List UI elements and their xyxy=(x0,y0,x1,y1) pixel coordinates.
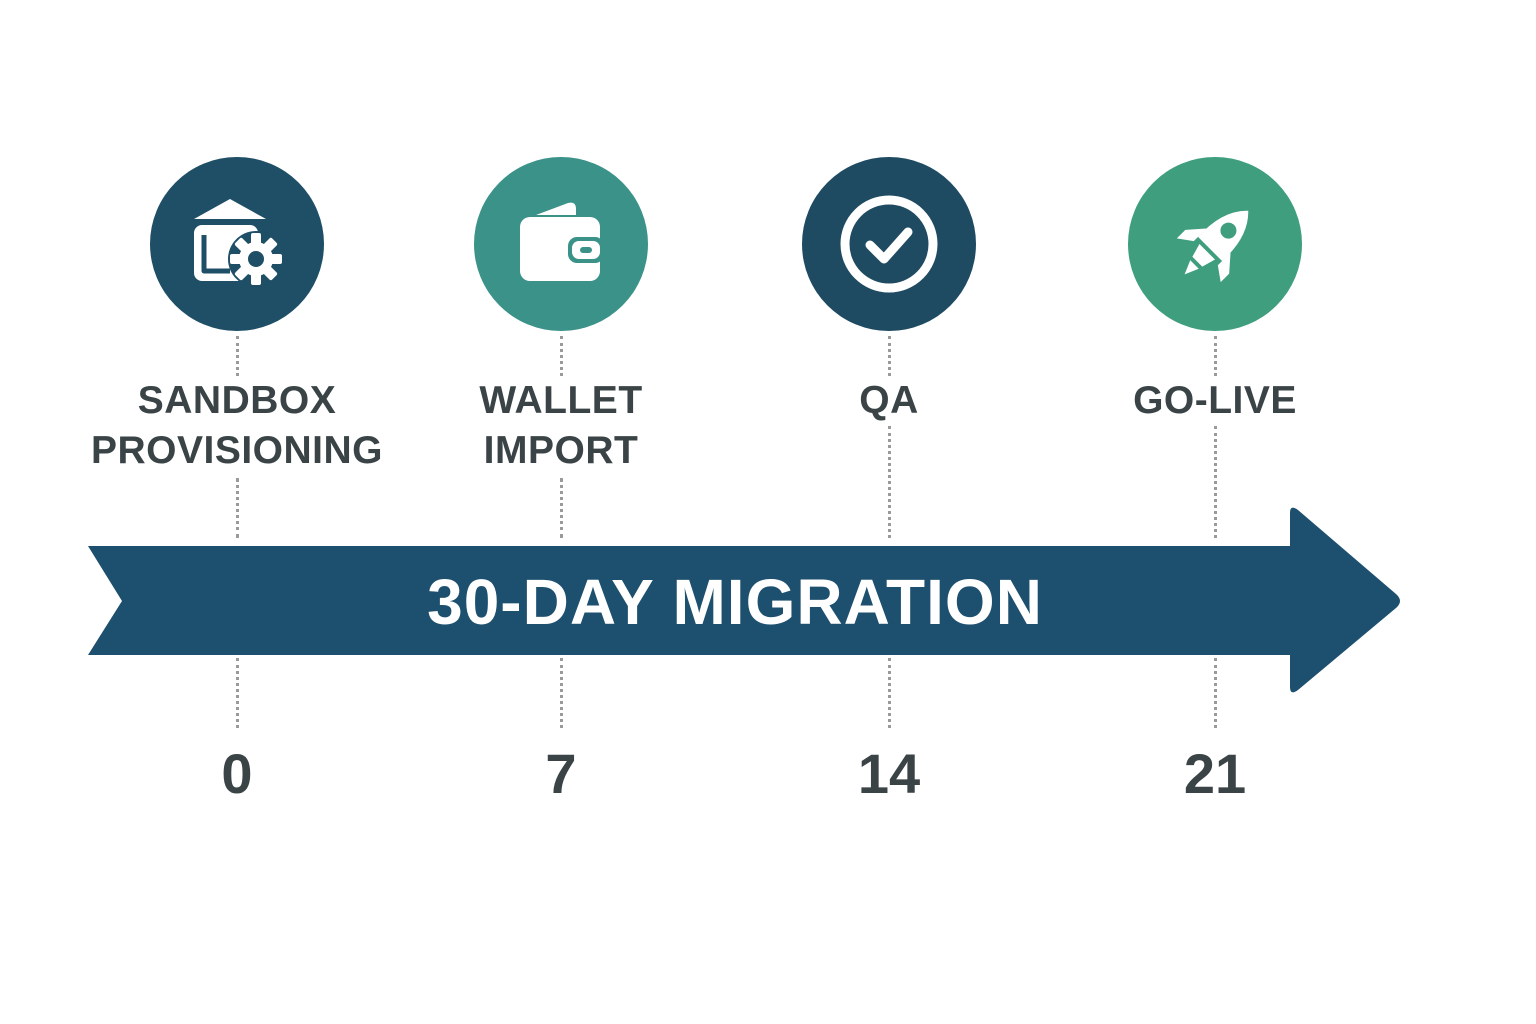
dotted-connector xyxy=(560,478,563,538)
milestone-circle xyxy=(150,157,324,331)
wallet-gear-icon xyxy=(194,199,284,287)
milestone-day: 21 xyxy=(1183,742,1247,805)
dotted-connector xyxy=(236,658,239,728)
milestone-label-line: IMPORT xyxy=(483,429,639,472)
milestone-day: 7 xyxy=(545,742,577,805)
dotted-connector xyxy=(560,658,563,728)
milestone-circle xyxy=(474,157,648,331)
wallet-icon xyxy=(520,202,604,281)
milestone-wallet-import: WALLET IMPORT 7 xyxy=(474,0,648,1024)
timeline-title: 30-DAY MIGRATION xyxy=(427,566,1043,638)
arrow-shape xyxy=(88,507,1400,693)
dotted-connector xyxy=(1214,336,1217,376)
dotted-connector xyxy=(236,336,239,376)
dotted-connector xyxy=(1214,426,1217,538)
milestone-label: WALLET IMPORT xyxy=(361,376,761,476)
dotted-connector xyxy=(560,336,563,376)
milestone-label-line: PROVISIONING xyxy=(90,429,384,472)
milestone-sandbox: SANDBOX PROVISIONING 0 xyxy=(91,0,383,1024)
milestone-day: 0 xyxy=(221,742,253,805)
dotted-connector xyxy=(888,336,891,376)
milestone-label: SANDBOX PROVISIONING xyxy=(37,376,437,476)
dotted-connector xyxy=(1214,658,1217,728)
rocket-icon xyxy=(1176,210,1249,283)
dotted-connector xyxy=(888,426,891,538)
milestone-label-line: QA xyxy=(859,379,919,422)
milestone-label-line: GO-LIVE xyxy=(1133,379,1297,422)
milestone-label-line: WALLET xyxy=(479,379,643,422)
dotted-connector xyxy=(888,658,891,728)
milestone-go-live: GO-LIVE 21 xyxy=(1128,0,1302,1024)
milestone-day: 14 xyxy=(857,742,921,805)
milestone-label: GO-LIVE xyxy=(1015,376,1415,426)
milestone-label-line: SANDBOX xyxy=(137,379,337,422)
dotted-connector xyxy=(236,478,239,538)
check-circle-icon xyxy=(840,195,938,293)
milestone-circle xyxy=(1128,157,1302,331)
milestone-label: QA xyxy=(689,376,1089,426)
milestone-qa: QA 14 xyxy=(802,0,976,1024)
milestone-circle xyxy=(802,157,976,331)
